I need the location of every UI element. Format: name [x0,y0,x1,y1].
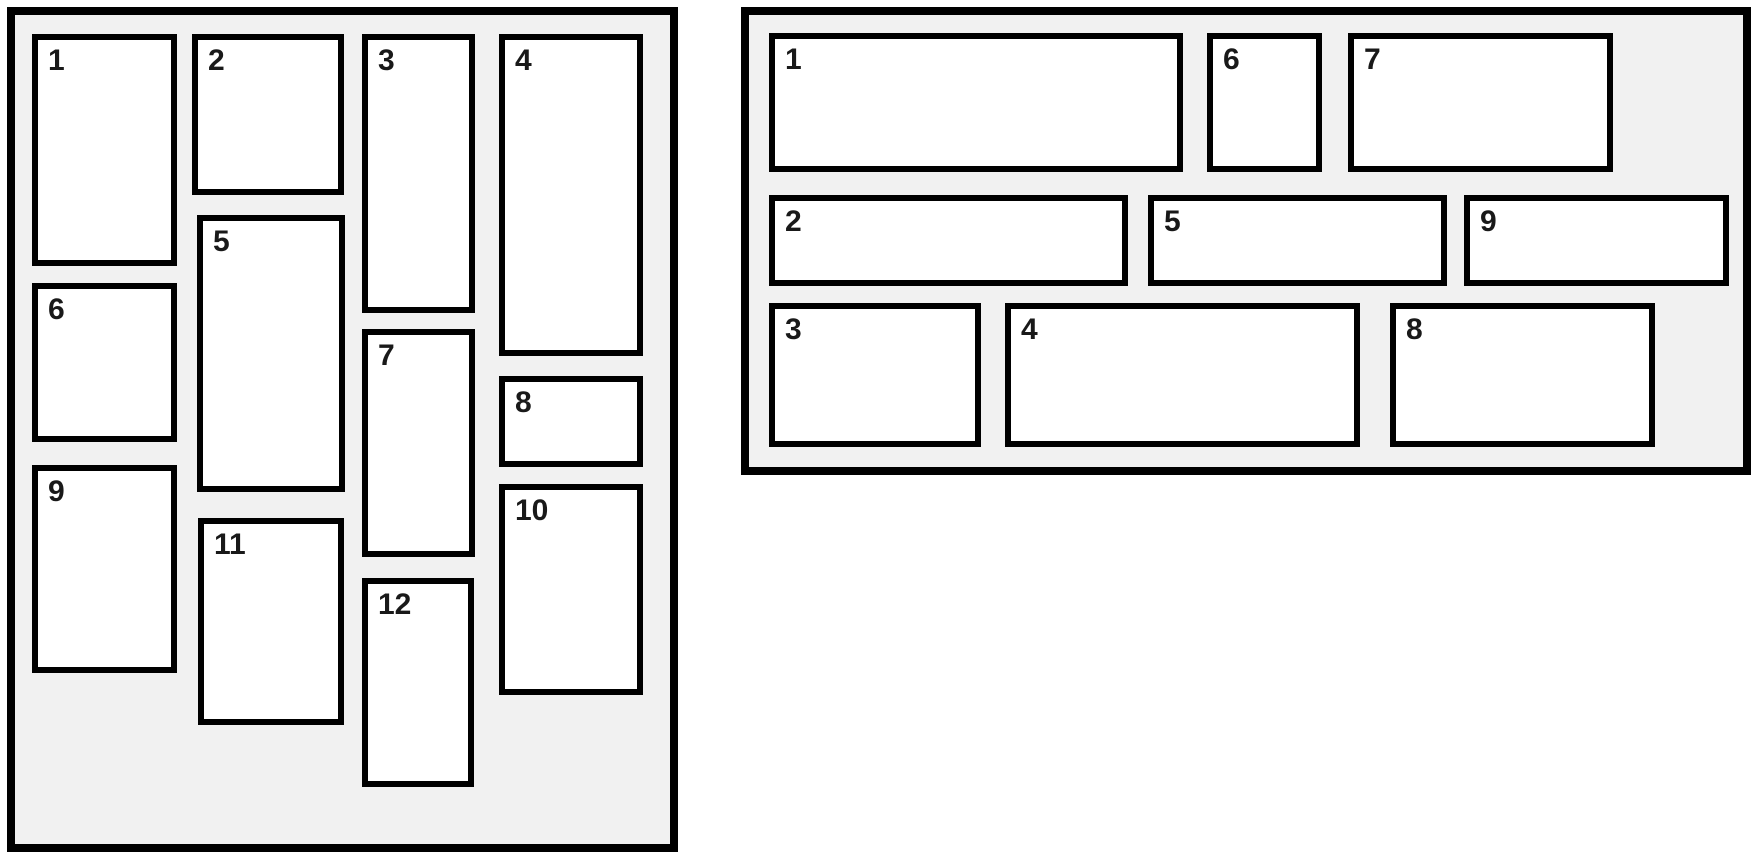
masonry-box-label: 10 [515,494,549,527]
masonry-box-11: 11 [198,518,344,725]
masonry-box-label: 1 [785,43,802,76]
masonry-box-2: 2 [192,34,344,195]
masonry-box-12: 12 [362,578,474,787]
masonry-box-7: 7 [1348,33,1613,172]
masonry-box-label: 5 [1164,205,1181,238]
masonry-box-label: 8 [1406,313,1423,346]
masonry-box-1: 1 [32,34,177,266]
masonry-box-8: 8 [1390,303,1655,447]
masonry-box-label: 3 [785,313,802,346]
masonry-box-label: 8 [515,386,532,419]
masonry-box-6: 6 [1207,33,1322,172]
masonry-box-5: 5 [197,215,345,492]
masonry-box-10: 10 [499,484,643,695]
masonry-box-label: 7 [1364,43,1381,76]
masonry-box-label: 4 [1021,313,1038,346]
masonry-box-7: 7 [362,329,475,557]
masonry-box-label: 12 [378,588,412,621]
masonry-box-label: 5 [213,225,230,258]
masonry-box-1: 1 [769,33,1183,172]
masonry-box-4: 4 [499,34,643,356]
horizontal-masonry-panel: 1 2 3 4 5 6 7 8 9 [741,7,1751,475]
masonry-box-label: 9 [48,475,65,508]
masonry-box-6: 6 [32,283,177,442]
masonry-box-label: 2 [785,205,802,238]
masonry-box-9: 9 [32,465,177,673]
masonry-box-label: 6 [48,293,65,326]
vertical-masonry-panel: 1 2 3 4 5 6 7 8 9 10 11 12 [7,7,678,852]
masonry-box-3: 3 [362,34,475,313]
masonry-box-9: 9 [1464,195,1729,286]
masonry-box-5: 5 [1148,195,1447,286]
masonry-box-label: 11 [214,528,246,561]
masonry-box-4: 4 [1005,303,1360,447]
masonry-box-label: 4 [515,44,532,77]
masonry-box-label: 2 [208,44,225,77]
masonry-box-label: 9 [1480,205,1497,238]
masonry-box-3: 3 [769,303,981,447]
masonry-box-label: 3 [378,44,395,77]
masonry-box-label: 7 [378,339,395,372]
masonry-box-8: 8 [499,376,643,467]
masonry-box-2: 2 [769,195,1128,286]
masonry-box-label: 6 [1223,43,1240,76]
masonry-box-label: 1 [48,44,65,77]
